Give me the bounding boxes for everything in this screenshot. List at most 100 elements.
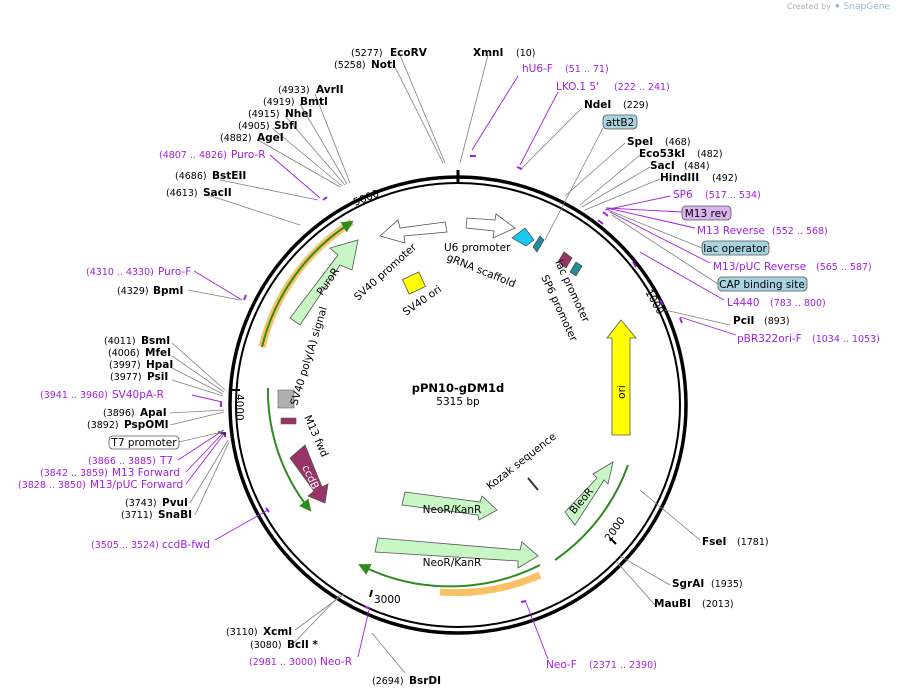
tick-2000-mark: [609, 537, 617, 545]
primer-neof-name: Neo-F: [546, 659, 577, 671]
brand-product: SnapGene: [843, 2, 890, 12]
enzyme-bcli-pos: (3080): [250, 640, 282, 651]
snapgene-brand: Created by ✦ SnapGene: [787, 2, 890, 12]
primer-m13fwd-name: M13 Forward: [112, 467, 180, 479]
primer-neof-range: (2371 .. 2390): [589, 660, 657, 671]
enzyme-hpai-name: HpaI: [146, 359, 173, 371]
enzyme-fsei-pos: (1781): [737, 537, 769, 548]
neokan1-label: NeoR/KanR: [423, 504, 482, 516]
enzyme-fsei-name: FseI: [702, 536, 726, 548]
enzyme-agei-pos: (4882): [220, 133, 252, 144]
bleor-arrow: [564, 461, 614, 526]
enzyme-saci-pos: (484): [684, 161, 710, 172]
enzyme-mfei-pos: (4006): [108, 348, 140, 359]
enzyme-bmti-name: BmtI: [300, 96, 328, 108]
primer-leaders: [177, 75, 737, 660]
enzyme-maubi-name: MauBI: [654, 598, 691, 610]
bleo-cds-arc: [554, 464, 629, 561]
primer-sp6-name: SP6: [673, 189, 693, 201]
kozak-label: Kozak sequence: [484, 431, 558, 493]
enzyme-noti-pos: (5258): [334, 60, 366, 71]
enzyme-hindiii-name: HindIII: [660, 172, 699, 184]
ori-label: ori: [616, 385, 628, 399]
puror-arrow: [289, 239, 359, 326]
enzyme-mfei-name: MfeI: [145, 347, 171, 359]
tick-3000: 3000: [374, 594, 401, 606]
primer-m13pucrev-name: M13/pUC Reverse: [713, 261, 806, 273]
enzyme-sacii-pos: (4613): [166, 188, 198, 199]
enzyme-maubi-pos: (2013): [702, 599, 734, 610]
enzyme-saci-name: SacI: [650, 160, 675, 172]
primer-sp6-range: (517 .. 534): [705, 190, 761, 201]
enzyme-sgrai-name: SgrAI: [672, 578, 704, 590]
primer-sv40par-name: SV40pA-R: [112, 389, 164, 401]
neokan2-arrow: [374, 537, 539, 569]
brand-created-by: Created by: [786, 2, 831, 11]
grna-scaffold-label: gRNA scaffold: [445, 252, 517, 291]
enzyme-bpmi-name: BpmI: [153, 285, 183, 297]
primer-puror-range: (4807 .. 4826): [159, 150, 227, 161]
puro-cds-green-arc: [261, 220, 354, 348]
cap-leader: [611, 214, 719, 285]
enzyme-pvui-name: PvuI: [162, 497, 188, 509]
primer-hu6f-range: (51 .. 71): [565, 64, 609, 75]
attb2-leader: [544, 127, 604, 241]
enzyme-ecorv-name: EcoRV: [390, 47, 428, 59]
enzyme-pcii-name: PciI: [733, 315, 754, 327]
primer-t7-range: (3866 .. 3885): [88, 456, 156, 467]
m13rev-leader: [605, 207, 683, 213]
plasmid-size: 5315 bp: [436, 396, 480, 408]
enzyme-sacii-name: SacII: [203, 187, 232, 199]
primer-neor-name: Neo-R: [320, 656, 352, 668]
primer-m13pucrev-range: (565 .. 587): [816, 262, 872, 273]
enzyme-psii-pos: (3977): [110, 372, 142, 383]
ccdb-label: ccdB: [299, 463, 321, 491]
enzyme-agei-name: AgeI: [257, 132, 284, 144]
primer-m13rev-range: (552 .. 568): [772, 226, 828, 237]
sp6-feature-shape: [569, 261, 583, 277]
neo-cds-orange-arc: [439, 571, 542, 597]
primer-t7-name: T7: [159, 455, 173, 467]
boxed-lac-operator: lac operator: [701, 240, 770, 256]
enzyme-hpai-pos: (3997): [109, 360, 141, 371]
enzyme-apai-pos: (3896): [103, 408, 135, 419]
enzyme-sgrai-pos: (1935): [711, 579, 743, 590]
lac-feature-shape: [557, 251, 573, 269]
grna-scaffold-shape: [511, 227, 535, 247]
enzyme-ndei-pos: (229): [623, 100, 649, 111]
enzyme-avrii-name: AvrII: [316, 84, 344, 96]
enzyme-bpmi-pos: (4329): [117, 286, 149, 297]
backbone: [228, 170, 688, 635]
plasmid-name: pPN10-gDM1d: [412, 381, 505, 395]
primer-l4440-name: L4440: [727, 297, 760, 309]
enzyme-bsrdi-name: BsrDI: [409, 675, 441, 687]
enzyme-ndei-name: NdeI: [584, 99, 611, 111]
neokan1-arrow: [401, 491, 498, 521]
boxed-attb2: attB2: [602, 114, 638, 130]
tick-4000: 4000: [233, 394, 245, 421]
tick-5000: 5000: [352, 188, 381, 209]
enzyme-nhei-name: NheI: [285, 108, 312, 120]
snapgene-logo-icon: ✦: [833, 2, 842, 12]
enzyme-bsrdi-pos: (2694): [372, 676, 404, 687]
primer-m13pucfwd-name: M13/pUC Forward: [90, 479, 183, 491]
primer-m13rev-name: M13 Reverse: [697, 225, 765, 237]
enzyme-bsmi-name: BsmI: [141, 335, 170, 347]
enzyme-noti-name: NotI: [371, 59, 396, 71]
enzyme-hindiii-pos: (492): [712, 173, 738, 184]
enzyme-xmni-pos: (10): [516, 48, 536, 59]
ccdb-arrow: [289, 444, 329, 504]
sv40-ori-shape: [401, 271, 427, 295]
boxed-lac-operator-label: lac operator: [703, 243, 767, 255]
primer-sv40par-range: (3941 .. 3960): [40, 390, 108, 401]
sv40-polya-box: [277, 389, 295, 409]
enzyme-avrii-pos: (4933): [278, 85, 310, 96]
boxed-cap-binding-site-label: CAP binding site: [719, 279, 805, 291]
boxed-m13rev-label: M13 rev: [685, 208, 728, 220]
enzyme-bcli-name: BclI *: [287, 639, 318, 651]
tick-3000-mark: [369, 589, 373, 598]
enzyme-ecorv-pos: (5277): [351, 48, 383, 59]
primer-m13fwd-range: (3842 .. 3859): [40, 468, 108, 479]
teal-feature-shape: [532, 235, 545, 253]
